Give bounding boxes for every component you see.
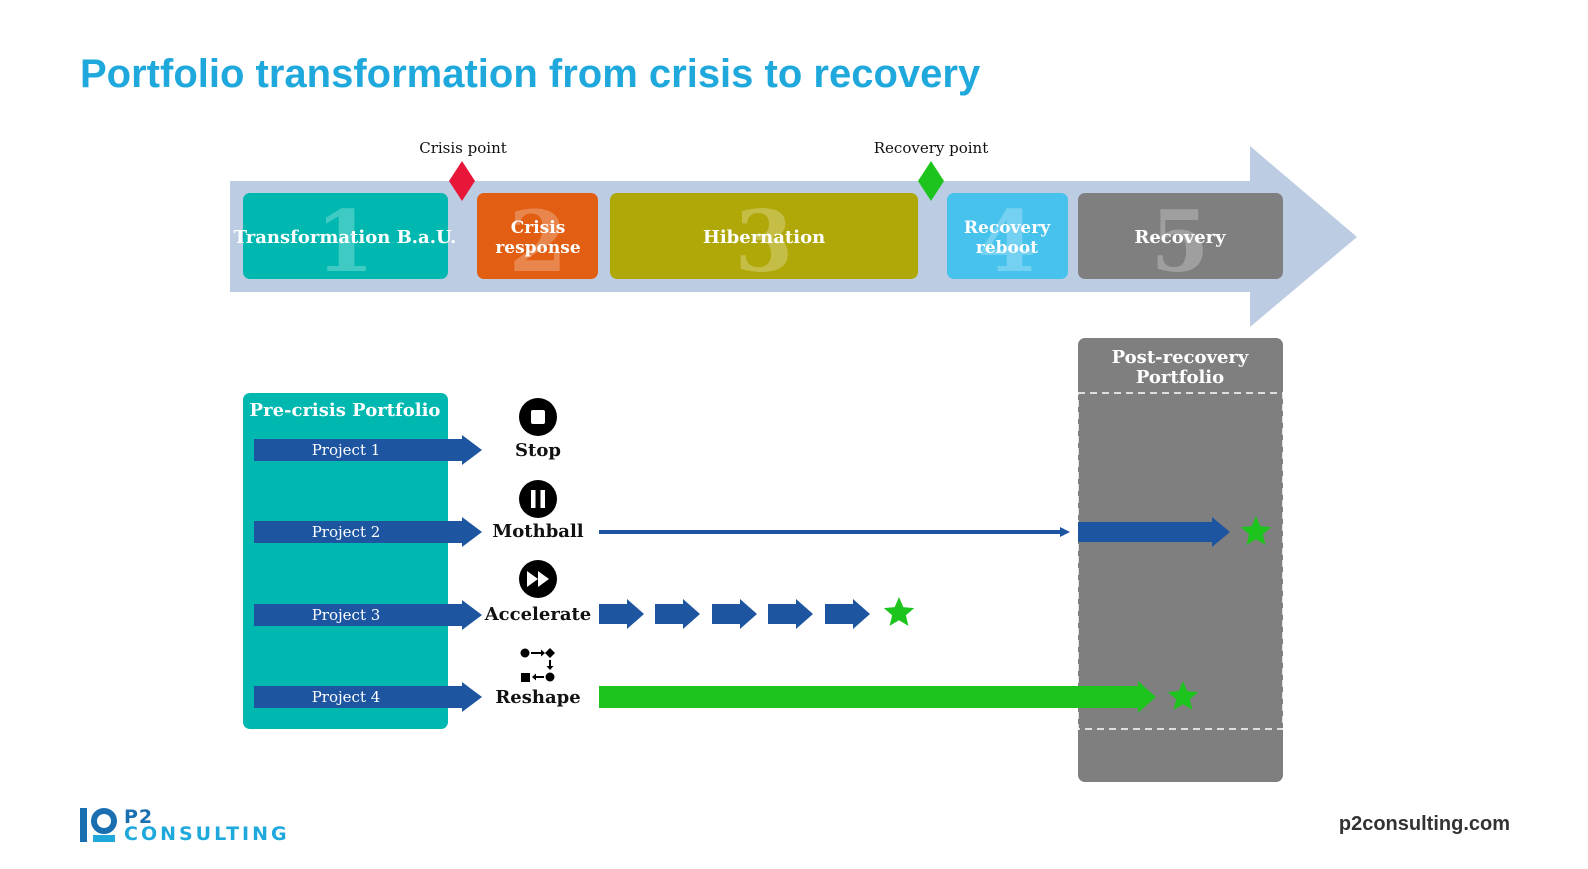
phase-5-number: 5: [1151, 192, 1209, 291]
project-label: Project 1: [312, 441, 381, 459]
mothball-thin-arrow: [599, 527, 1070, 537]
post-recovery-title-line2: Portfolio: [1136, 367, 1224, 388]
recovery-point-label: Recovery point: [874, 139, 989, 157]
page-title: Portfolio transformation from crisis to …: [80, 52, 981, 96]
project-label: Project 2: [312, 523, 381, 541]
project-label: Project 4: [312, 688, 381, 706]
success-star-icon: [1167, 681, 1199, 710]
crisis-point-label: Crisis point: [419, 139, 507, 157]
action-label-reshape: Reshape: [495, 687, 580, 708]
phase-2-label-line2: response: [495, 238, 580, 258]
pause-icon: [519, 480, 557, 518]
phase-5: 5 Recovery: [1078, 192, 1283, 291]
footer-url[interactable]: p2consulting.com: [1338, 813, 1510, 835]
action-label-accelerate: Accelerate: [484, 604, 592, 625]
phase-4: 4 Recovery reboot: [947, 192, 1068, 291]
phase-2-label-line1: Crisis: [511, 218, 566, 238]
accelerate-chevron: [712, 599, 757, 629]
post-recovery-title-line1: Post-recovery: [1112, 347, 1249, 368]
mothball-resumed-arrow: [1078, 517, 1230, 547]
pre-crisis-portfolio-box: [243, 393, 448, 729]
project-arrow-1: Project 1: [254, 435, 482, 465]
p2-consulting-logo: P2 CONSULTING: [80, 806, 300, 848]
pre-crisis-portfolio-title: Pre-crisis Portfolio: [250, 400, 441, 421]
action-label-mothball: Mothball: [492, 521, 583, 542]
post-recovery-portfolio-box: [1078, 338, 1283, 782]
action-label-stop: Stop: [515, 440, 561, 461]
success-star-icon: [1240, 516, 1272, 545]
accelerate-chevron: [768, 599, 813, 629]
reshape-icon: [520, 648, 555, 682]
phase-2: 2 Crisis response: [477, 192, 598, 291]
phase-3-number: 3: [735, 192, 793, 291]
post-recovery-dashed-frame: [1077, 392, 1284, 730]
phase-1-number: 1: [316, 192, 374, 291]
phase-1-label: Transformation B.a.U.: [234, 227, 457, 248]
accelerate-chevron: [825, 599, 870, 629]
logo-consulting-text: CONSULTING: [124, 823, 290, 845]
phase-4-number: 4: [978, 192, 1036, 291]
success-star-icon: [883, 597, 915, 626]
recovery-point-diamond: [918, 161, 944, 201]
project-arrow-4: Project 4: [254, 682, 482, 712]
phase-3-label: Hibernation: [703, 227, 825, 248]
project-arrow-2: Project 2: [254, 517, 482, 547]
project-label: Project 3: [312, 606, 381, 624]
phase-4-label-line2: reboot: [976, 238, 1038, 258]
stop-icon: [519, 398, 557, 436]
fast-forward-icon: [519, 560, 557, 598]
accelerate-chevron: [655, 599, 700, 629]
logo-mark-icon: [80, 808, 117, 842]
phase-3: 3 Hibernation: [610, 192, 918, 291]
phase-2-number: 2: [509, 192, 567, 291]
project-arrow-3: Project 3: [254, 600, 482, 630]
logo-p2-text: P2: [124, 806, 154, 828]
phase-1: 1 Transformation B.a.U.: [234, 192, 457, 291]
crisis-point-diamond: [449, 161, 475, 201]
phase-5-label: Recovery: [1134, 227, 1226, 248]
accelerate-chevron: [599, 599, 644, 629]
reshape-green-arrow: [599, 681, 1156, 713]
phase-4-label-line1: Recovery: [964, 218, 1051, 238]
